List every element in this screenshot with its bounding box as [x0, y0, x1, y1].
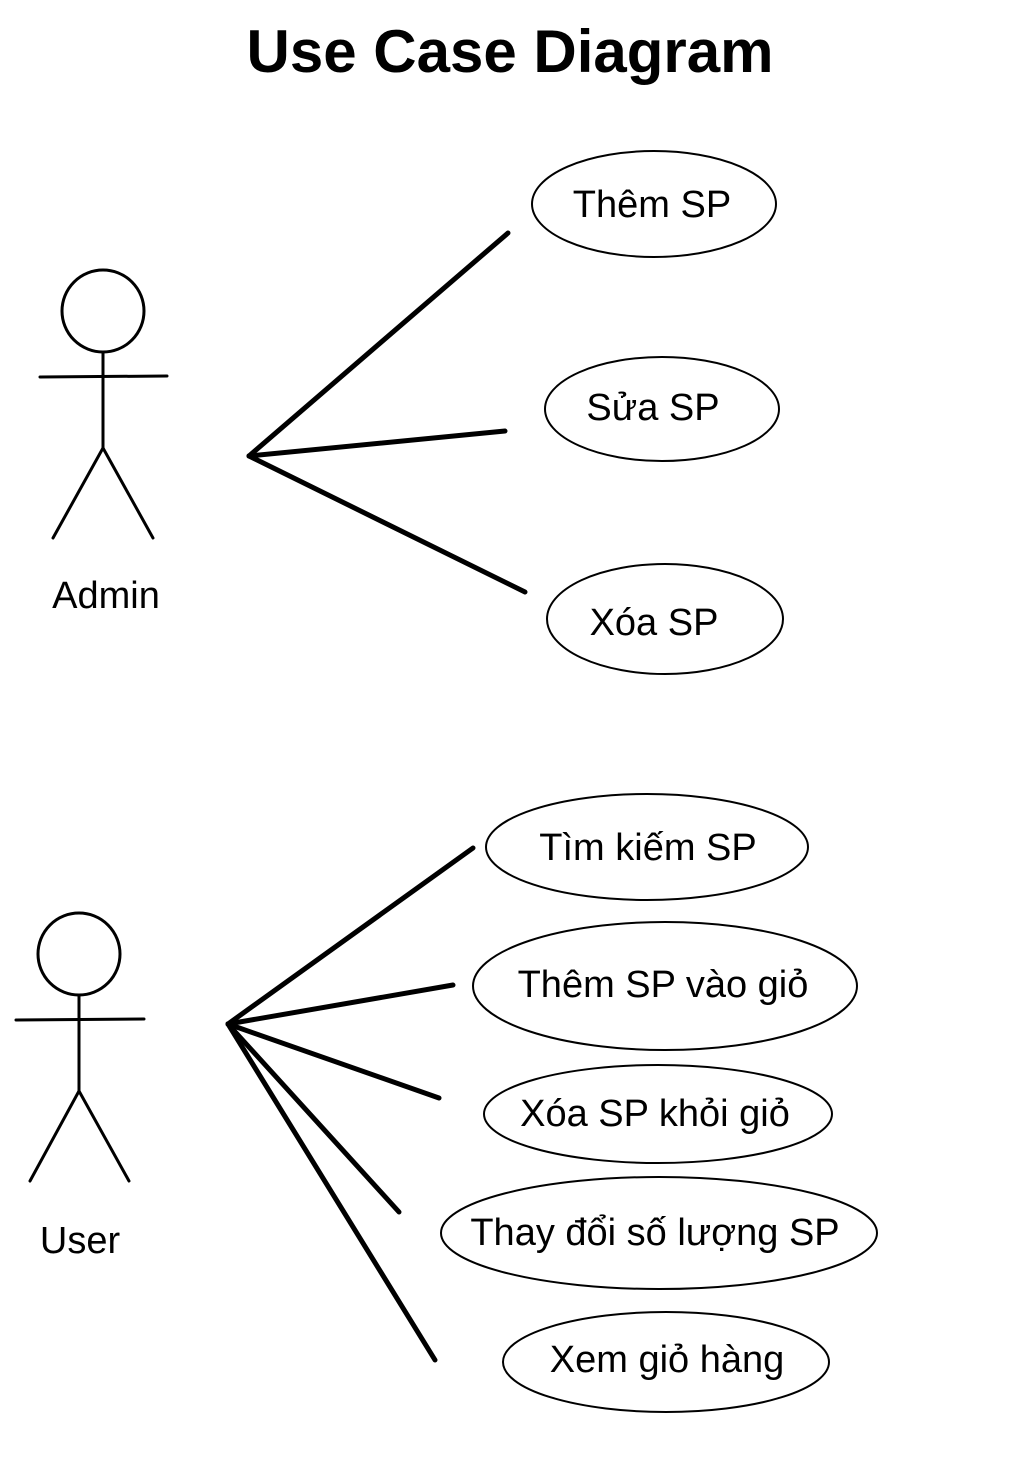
- user-associations: [225, 845, 476, 1363]
- use-case-them-sp: Thêm SP: [531, 150, 777, 258]
- actor-admin-left-leg: [51, 446, 105, 540]
- association-line: [225, 982, 456, 1027]
- association-line: [225, 845, 476, 1027]
- use-case-ellipse: [531, 150, 777, 258]
- actor-user-right-leg: [77, 1089, 131, 1183]
- actor-admin: Admin: [38, 268, 169, 617]
- use-case-label: Thêm SP: [573, 184, 731, 226]
- use-case-ellipse: [546, 563, 784, 675]
- actor-admin-arms: [38, 374, 169, 379]
- use-case-label: Xóa SP: [590, 602, 719, 644]
- actor-admin-head: [60, 268, 146, 354]
- use-case-label: Tìm kiếm SP: [539, 827, 756, 869]
- use-case-label: Thêm SP vào giỏ: [518, 964, 809, 1006]
- use-case-them-sp-vao-gio: Thêm SP vào giỏ: [472, 921, 858, 1051]
- association-line: [225, 1021, 402, 1215]
- diagram-title: Use Case Diagram: [247, 18, 774, 85]
- association-line: [246, 230, 511, 459]
- use-case-label: Sửa SP: [586, 387, 719, 429]
- use-case-ellipse: [485, 793, 809, 901]
- use-case-tim-kiem-sp: Tìm kiếm SP: [485, 793, 809, 901]
- use-case-ellipse: [483, 1064, 833, 1164]
- admin-associations: [246, 230, 528, 595]
- use-case-label: Xóa SP khỏi giỏ: [520, 1093, 790, 1135]
- actor-user-arms: [14, 1017, 146, 1022]
- use-case-ellipse: [544, 356, 780, 462]
- use-case-label: Thay đổi số lượng SP: [470, 1212, 839, 1254]
- association-line: [246, 453, 528, 595]
- use-case-ellipse: [472, 921, 858, 1051]
- use-case-ellipse: [440, 1176, 878, 1290]
- actor-admin-label: Admin: [52, 575, 160, 617]
- actor-admin-right-leg: [101, 446, 155, 540]
- use-case-ellipse: [502, 1311, 830, 1413]
- association-line: [225, 1021, 442, 1101]
- use-case-sua-sp: Sửa SP: [544, 356, 780, 462]
- actor-user-head: [36, 911, 122, 997]
- use-case-thay-doi-so-luong-sp: Thay đổi số lượng SP: [440, 1176, 878, 1290]
- use-case-label: Xem giỏ hàng: [550, 1339, 785, 1381]
- association-line: [225, 1021, 438, 1363]
- use-case-xem-gio-hang: Xem giỏ hàng: [502, 1311, 830, 1413]
- actor-user: User: [14, 911, 146, 1262]
- actor-user-label: User: [40, 1220, 121, 1262]
- actor-user-left-leg: [28, 1089, 81, 1183]
- association-line: [246, 428, 508, 459]
- use-case-xoa-sp: Xóa SP: [546, 563, 784, 675]
- use-case-xoa-sp-khoi-gio: Xóa SP khỏi giỏ: [483, 1064, 833, 1164]
